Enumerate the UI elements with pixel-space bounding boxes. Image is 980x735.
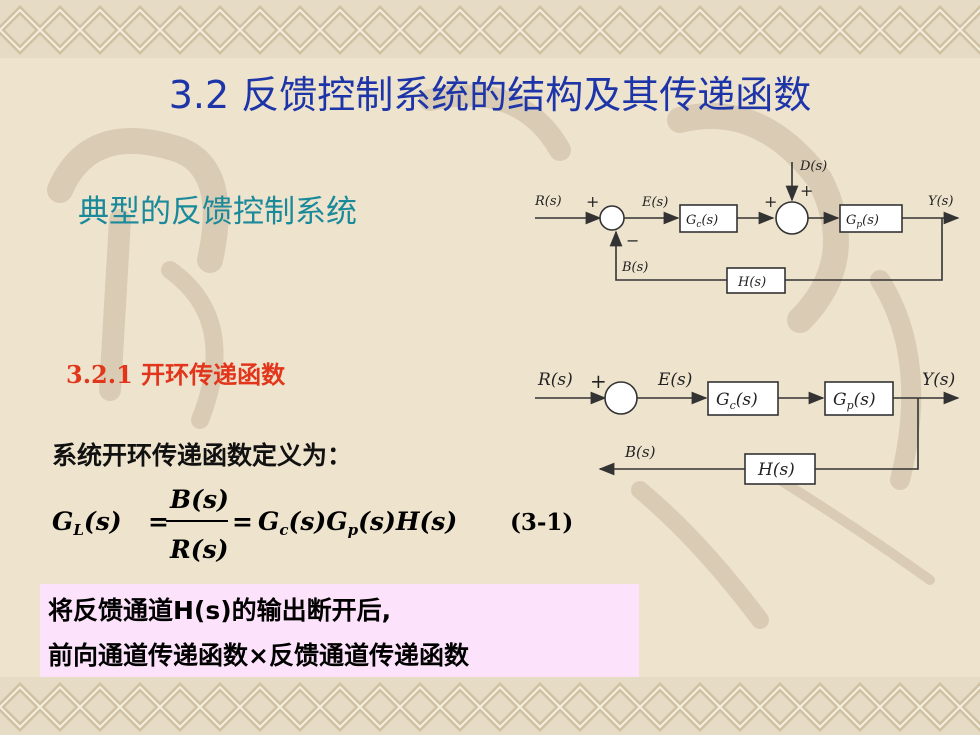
formula-numerator: B(s) <box>169 485 229 514</box>
d1-sum1-minus: − <box>626 231 639 250</box>
d1-controller-block: Gc(s) <box>686 213 718 230</box>
d1-input-label: R(s) <box>534 194 562 209</box>
bottom-decorative-border <box>0 677 980 735</box>
formula-equals-2: = <box>232 507 253 536</box>
bottom-border-pattern <box>0 682 980 732</box>
open-loop-formula: GL(s) = B(s) R(s) = Gc(s)Gp(s)H(s) (3-1) <box>52 485 573 564</box>
d1-sum1-plus: + <box>586 192 599 211</box>
highlight-line-1: 将反馈通道H(s)的输出断开后, <box>48 596 392 625</box>
d2-input-label: R(s) <box>537 370 573 390</box>
formula-denominator: R(s) <box>169 535 229 564</box>
d1-error-label: E(s) <box>641 195 668 210</box>
formula-equals-1: = <box>148 507 169 536</box>
highlight-note: 将反馈通道H(s)的输出断开后, 前向通道传递函数×反馈通道传递函数 <box>40 584 639 677</box>
d1-disturbance-label: D(s) <box>799 159 827 174</box>
equation-number: (3-1) <box>510 509 573 536</box>
calligraphy-watermark <box>47 84 935 629</box>
d2-output-label: Y(s) <box>922 370 955 390</box>
d2-feedback-block: H(s) <box>757 460 795 480</box>
slide-subtitle: 典型的反馈控制系统 <box>78 194 357 230</box>
d1-feedback-signal-label: B(s) <box>621 260 648 275</box>
section-heading: 3.2.1 开环传递函数 <box>66 360 286 389</box>
d2-error-label: E(s) <box>657 370 692 390</box>
top-decorative-border <box>0 0 980 58</box>
slide-title: 3.2 反馈控制系统的结构及其传递函数 <box>168 73 812 117</box>
top-border-pattern <box>0 5 980 55</box>
definition-text: 系统开环传递函数定义为： <box>52 441 353 470</box>
block-diagram-typical: R(s) + − E(s) Gc(s) + + D(s) Gp(s) Y(s) … <box>534 159 960 294</box>
d1-sum2-plus-left: + <box>764 192 777 211</box>
d1-sum2-plus-top: + <box>800 181 813 200</box>
d1-output-label: Y(s) <box>928 194 953 209</box>
d2-controller-block: Gc(s) <box>716 390 758 412</box>
d2-sum-plus: + <box>590 369 607 393</box>
d1-feedback-block: H(s) <box>737 275 766 290</box>
formula-rhs: Gc(s)Gp(s)H(s) <box>258 507 457 539</box>
block-diagram-open-loop: R(s) + E(s) Gc(s) Gp(s) Y(s) H(s) B(s) <box>535 369 960 485</box>
d2-plant-block: Gp(s) <box>833 390 876 412</box>
d2-feedback-signal-label: B(s) <box>624 443 656 461</box>
formula-lhs: GL(s) <box>52 507 122 539</box>
d1-plant-block: Gp(s) <box>846 213 879 230</box>
highlight-line-2: 前向通道传递函数×反馈通道传递函数 <box>48 641 469 670</box>
